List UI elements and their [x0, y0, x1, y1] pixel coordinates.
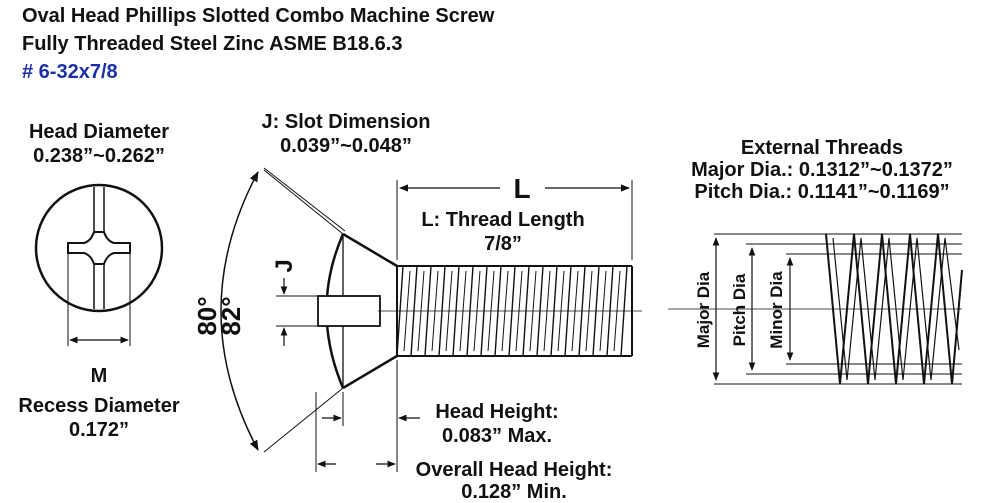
recess-diameter-value: 0.172” — [68, 419, 130, 441]
angle-dimension — [220, 167, 346, 453]
title-line-2: Fully Threaded Steel Zinc ASME B18.6.3 — [22, 33, 403, 55]
recess-letter-m: M — [91, 365, 108, 387]
screw-side-view — [317, 232, 642, 390]
overall-head-height-label: Overall Head Height: — [415, 459, 613, 481]
head-height-value: 0.083” Max. — [441, 425, 553, 447]
size-spec: # 6-32x7/8 — [22, 61, 118, 83]
slot-dimension-value: 0.039”~0.048” — [280, 135, 412, 157]
major-dia-label: Major Dia — [694, 271, 713, 348]
angle-82: 82° — [216, 296, 246, 335]
thread-length-label: L: Thread Length — [421, 209, 585, 231]
head-diameter-label: Head Diameter — [28, 121, 170, 143]
external-threads-title: External Threads — [740, 137, 904, 159]
length-letter-l: L — [513, 173, 530, 204]
title-line-1: Oval Head Phillips Slotted Combo Machine… — [22, 5, 495, 27]
length-dimension — [396, 180, 633, 260]
thread-length-value: 7/8” — [484, 233, 522, 255]
pitch-dia-label: Pitch Dia — [730, 273, 749, 346]
slot-letter-j: J — [271, 259, 298, 272]
recess-diameter-label: Recess Diameter — [18, 395, 180, 417]
minor-dia-label: Minor Dia — [767, 271, 786, 349]
slot-j-dimension — [276, 278, 318, 346]
head-top-view — [34, 183, 164, 346]
slot-dimension-label: J: Slot Dimension — [261, 111, 431, 133]
head-height-label: Head Height: — [435, 401, 559, 423]
pitch-dia-spec: Pitch Dia.: 0.1141”~0.1169” — [694, 181, 950, 203]
overall-head-height-value: 0.128” Min. — [461, 481, 567, 503]
head-height-dimension — [315, 360, 420, 472]
angle-80: 80° — [192, 296, 222, 335]
major-dia-spec: Major Dia.: 0.1312”~0.1372” — [691, 159, 953, 181]
thread-profile — [668, 233, 963, 385]
head-diameter-value: 0.238”~0.262” — [33, 145, 165, 167]
